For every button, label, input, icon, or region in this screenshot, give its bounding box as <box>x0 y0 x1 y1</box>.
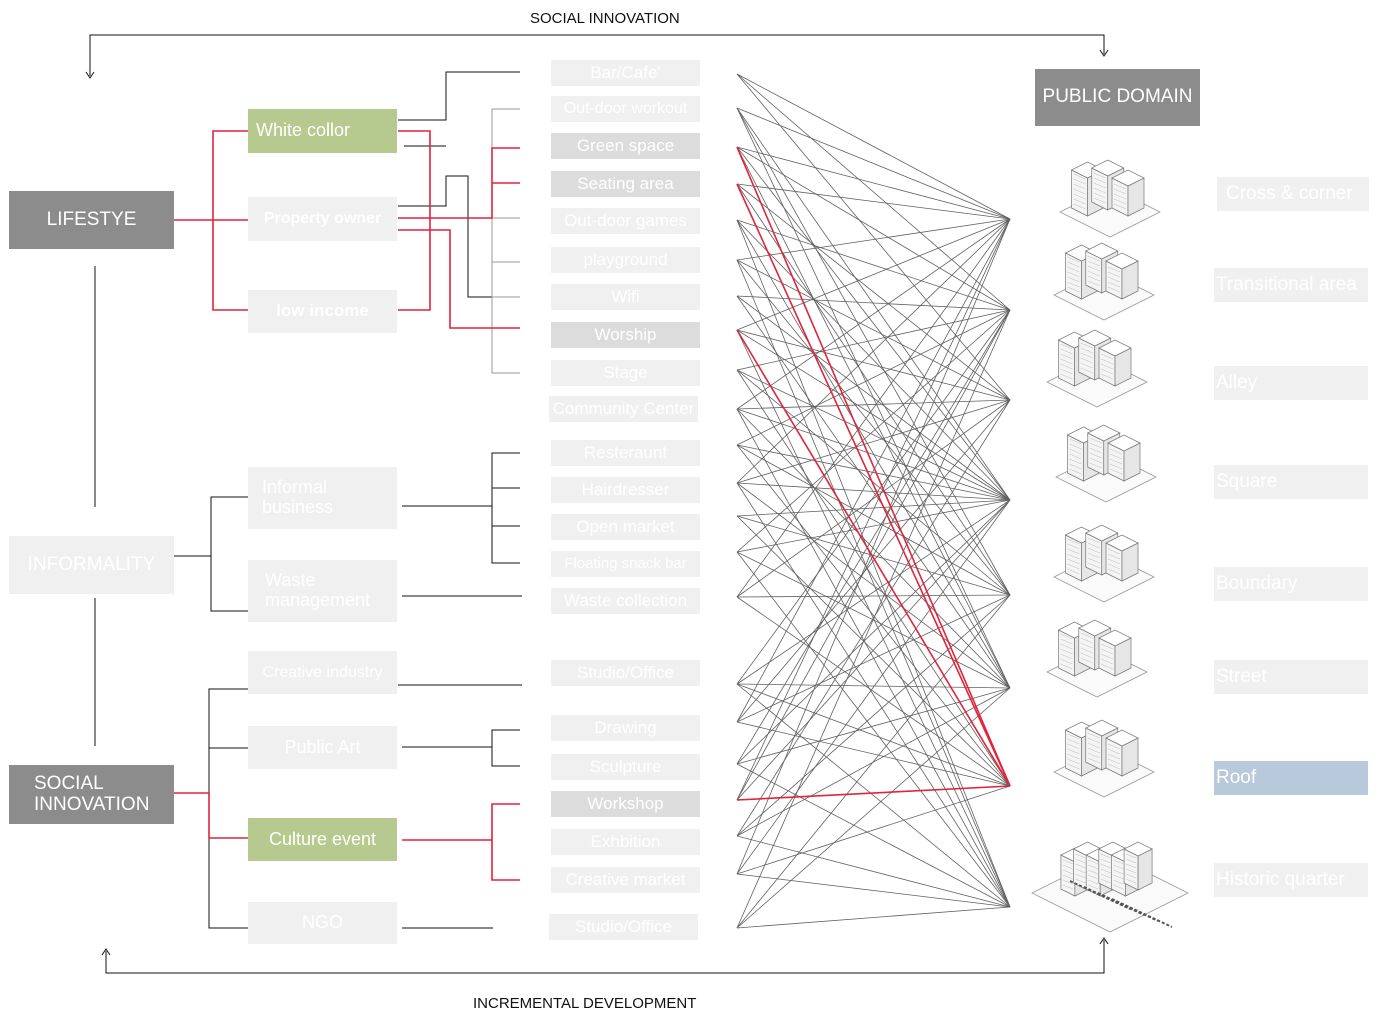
building-thumbnail <box>1055 424 1157 503</box>
activity-drawing: Drawing <box>551 715 700 741</box>
building-thumbnail <box>1031 841 1189 933</box>
social-innovation-branches <box>174 688 248 929</box>
building-thumbnail <box>1046 619 1148 698</box>
domain-cross-corner: Cross & corner <box>1217 177 1369 211</box>
activity-open-market: Open market <box>551 514 700 540</box>
activity-bar-cafe: Bar/Cafe' <box>551 60 700 86</box>
activity-wifi: Wifi <box>551 284 700 310</box>
activity-waste-collection: Waste collection <box>551 588 700 614</box>
domain-boundary: Boundary <box>1214 567 1368 601</box>
group-property-owner: Property owner <box>248 197 397 241</box>
caption-social-innovation: SOCIAL INNOVATION <box>530 10 680 27</box>
public-domain-title: PUBLIC DOMAIN <box>1035 69 1200 126</box>
activity-studio-office: Studio/Office <box>551 660 700 686</box>
group-creative-industry: Creative industry <box>248 651 397 694</box>
caption-incremental-development: INCREMENTAL DEVELOPMENT <box>473 995 697 1012</box>
building-thumbnail <box>1059 159 1161 238</box>
activity-worship: Worship <box>551 322 700 348</box>
group-ngo: NGO <box>248 902 397 944</box>
activity-playground: playground <box>551 247 700 273</box>
domain-roof: Roof <box>1214 761 1368 795</box>
group-low-income: low income <box>248 290 397 333</box>
building-thumbnail <box>1053 242 1155 321</box>
category-informality: INFORMALITY <box>9 536 174 594</box>
category-lifestyle: LIFESTYE <box>9 191 174 249</box>
activity-sculpture: Sculpture <box>551 754 700 780</box>
building-thumbnail <box>1046 329 1148 408</box>
group-informal-business: Informal business <box>248 467 397 529</box>
activity-community-center: Community Center <box>549 396 698 422</box>
category-social-innovation: SOCIAL INNOVATION <box>9 765 174 824</box>
group-public-art: Public Art <box>248 726 397 769</box>
activity-green-space: Green space <box>551 133 700 159</box>
activity-stage: Stage <box>551 360 700 386</box>
group-white-collor: White collor <box>248 109 397 153</box>
activity-resteraunt: Resteraunt <box>551 440 700 466</box>
activity-floating-snack-bar: Floating snack bar <box>551 551 700 577</box>
group-activity-links-gray <box>491 108 520 374</box>
incremental-development-arrow <box>101 937 1109 974</box>
informality-branches <box>174 496 248 612</box>
group-culture-event: Culture event <box>248 818 397 861</box>
activity-out-door-workout: Out-door workout <box>551 96 700 122</box>
group-activity-links-black <box>398 71 522 929</box>
activity-out-door-games: Out-door games <box>551 208 700 234</box>
activity-creative-market: Creative market <box>551 867 700 893</box>
building-thumbnail <box>1053 719 1155 798</box>
domain-historic-quarter: Historic quarter <box>1214 863 1368 897</box>
activity-hairdresser: Hairdresser <box>551 477 700 503</box>
domain-transitional-area: Transitional area <box>1214 268 1368 302</box>
domain-alley: Alley <box>1214 366 1368 400</box>
activity-workshop: Workshop <box>551 791 700 817</box>
domain-street: Street <box>1214 660 1368 694</box>
activity-studio-office: Studio/Office <box>549 914 698 940</box>
activity-seating-area: Seating area <box>551 171 700 197</box>
group-activity-links-red <box>398 130 520 881</box>
group-waste-management: Waste management <box>248 560 397 622</box>
building-thumbnail <box>1053 524 1155 603</box>
social-innovation-arrow <box>85 34 1109 79</box>
activity-domain-mesh <box>736 73 1011 929</box>
activity-exhbition: Exhbition <box>551 829 700 855</box>
lifestyle-branches <box>174 130 248 311</box>
domain-square: Square <box>1214 465 1368 499</box>
